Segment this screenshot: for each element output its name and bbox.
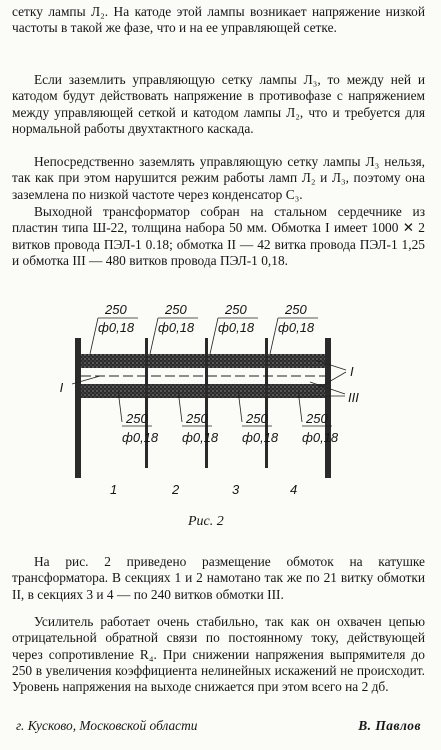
bottom-label-2: 250: [185, 411, 208, 426]
section-number-2: 2: [171, 482, 180, 497]
bottom-label-3: 250: [245, 411, 268, 426]
bobbin-divider-3: [265, 338, 268, 468]
top-label-4: 250: [284, 302, 307, 317]
bottom-wire-2: ф0,18: [182, 430, 219, 445]
bottom-wire-4: ф0,18: [302, 430, 339, 445]
winding-designations: II I III: [60, 359, 359, 405]
bottom-wire-3: ф0,18: [242, 430, 279, 445]
top-wire-3: ф0,18: [218, 320, 255, 335]
paragraph-2: Если заземлить управляющую сетку лампы Л…: [12, 72, 425, 136]
paragraph-5: На рис. 2 приведено размещение обмоток н…: [12, 554, 425, 602]
paragraph-4: Выходной трансформатор собран на стально…: [12, 204, 425, 268]
top-label-2: 250: [164, 302, 187, 317]
paragraph-6: Усилитель работает очень стабильно, так …: [12, 614, 425, 695]
top-label-1: 250: [104, 302, 127, 317]
top-labels: 250 250 250 250 ф0,18 ф0,18 ф0,18 ф0,18: [89, 302, 318, 355]
author-name: В. Павлов: [358, 718, 421, 733]
label-winding-II: II: [60, 380, 64, 395]
section-number-3: 3: [232, 482, 240, 497]
bobbin-divider-1: [145, 338, 148, 468]
top-wire-4: ф0,18: [278, 320, 315, 335]
label-winding-I: I: [350, 364, 354, 379]
label-winding-III: III: [348, 390, 359, 405]
bobbin-left-flange: [75, 338, 81, 478]
section-number-4: 4: [290, 482, 297, 497]
bobbin-right-flange: [325, 338, 331, 478]
bottom-labels: 250 250 250 250 ф0,18 ф0,18 ф0,18 ф0,18: [117, 389, 339, 445]
top-label-3: 250: [224, 302, 247, 317]
top-wire-1: ф0,18: [98, 320, 135, 335]
section-number-1: 1: [110, 482, 117, 497]
bobbin-divider-2: [205, 338, 208, 468]
figure-caption: Рис. 2: [187, 514, 224, 529]
transformer-winding-figure: 250 250 250 250 ф0,18 ф0,18 ф0,18 ф0,18 …: [60, 302, 359, 529]
paragraph-1: сетку лампы Л₂. На катоде этой лампы воз…: [12, 4, 425, 36]
bottom-label-1: 250: [125, 411, 148, 426]
section-numbers: 1 2 3 4: [110, 482, 297, 497]
paragraph-3: Непосредственно заземлять управляющую се…: [12, 154, 425, 202]
winding-bottom-sections: [81, 384, 325, 398]
author-city: г. Кусково, Московской области: [16, 718, 198, 733]
top-wire-2: ф0,18: [158, 320, 195, 335]
bottom-label-4: 250: [305, 411, 328, 426]
bottom-wire-1: ф0,18: [122, 430, 159, 445]
winding-top-sections: [81, 354, 325, 368]
